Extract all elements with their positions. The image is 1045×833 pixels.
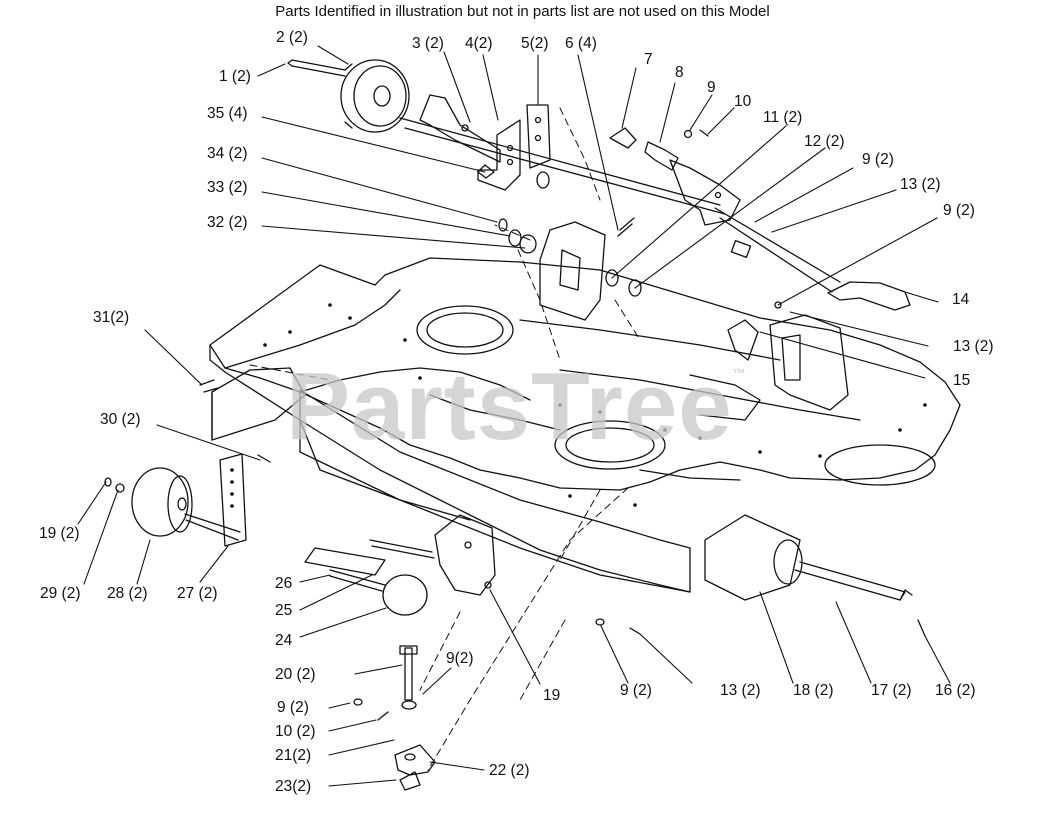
leader-lines bbox=[77, 45, 951, 787]
height-adjust-bracket bbox=[477, 104, 551, 191]
callout-19-center: 19 bbox=[543, 687, 561, 704]
callout-10-lower: 10 (2) bbox=[275, 723, 316, 740]
callout-22: 22 (2) bbox=[489, 762, 530, 779]
callout-16: 16 (2) bbox=[935, 682, 976, 699]
callout-33: 33 (2) bbox=[207, 179, 248, 196]
callout-9-lower-left: 9 (2) bbox=[277, 699, 309, 716]
callout-4: 4(2) bbox=[465, 35, 493, 52]
callout-9-bottom: 9 (2) bbox=[620, 682, 652, 699]
rear-roller bbox=[595, 514, 926, 637]
callout-32: 32 (2) bbox=[207, 214, 248, 231]
front-left-bracket bbox=[199, 367, 306, 463]
lift-arm bbox=[609, 127, 741, 226]
callout-26: 26 bbox=[275, 575, 293, 592]
front-roller bbox=[304, 514, 496, 616]
callout-6: 6 (4) bbox=[565, 35, 597, 52]
guide-lines-dashed bbox=[249, 107, 641, 771]
front-bracket bbox=[539, 217, 642, 321]
callout-12: 12 (2) bbox=[804, 133, 845, 150]
watermark: PartsTree™ bbox=[286, 352, 747, 462]
callout-15: 15 bbox=[953, 372, 971, 389]
mower-deck-shape bbox=[209, 257, 961, 593]
callout-29: 29 (2) bbox=[40, 585, 81, 602]
callout-35: 35 (4) bbox=[207, 105, 248, 122]
callout-5: 5(2) bbox=[521, 35, 549, 52]
callout-9-upper-right: 9 (2) bbox=[862, 151, 894, 168]
callout-25: 25 bbox=[275, 602, 293, 619]
callout-10: 10 bbox=[734, 93, 752, 110]
callout-8: 8 bbox=[675, 64, 684, 81]
callout-1: 1 (2) bbox=[219, 68, 251, 85]
callout-13-right: 13 (2) bbox=[953, 338, 994, 355]
callout-20: 20 (2) bbox=[275, 666, 316, 683]
bushing-stack bbox=[498, 218, 537, 254]
callout-17: 17 (2) bbox=[871, 682, 912, 699]
front-caster-wheel bbox=[104, 453, 247, 547]
callout-2: 2 (2) bbox=[276, 29, 308, 46]
callout-9-center: 9(2) bbox=[446, 650, 474, 667]
parts-list-note: Parts Identified in illustration but not… bbox=[275, 3, 770, 20]
watermark-text: PartsTree bbox=[286, 353, 733, 460]
callout-34: 34 (2) bbox=[207, 145, 248, 162]
callout-13-bottom: 13 (2) bbox=[720, 682, 761, 699]
callout-14: 14 bbox=[952, 291, 970, 308]
callout-9-right: 9 (2) bbox=[943, 202, 975, 219]
callout-13-upper-right: 13 (2) bbox=[900, 176, 941, 193]
lower-hardware bbox=[353, 645, 436, 791]
callout-24: 24 bbox=[275, 632, 293, 649]
callout-23: 23(2) bbox=[275, 778, 312, 795]
callout-27: 27 (2) bbox=[177, 585, 218, 602]
trademark-symbol: ™ bbox=[732, 366, 747, 381]
pivot-shaft bbox=[399, 117, 841, 293]
callout-11: 11 (2) bbox=[763, 109, 803, 126]
callout-31: 31(2) bbox=[93, 309, 130, 326]
callout-7: 7 bbox=[644, 51, 653, 68]
callout-9-top: 9 bbox=[707, 79, 716, 96]
callout-30: 30 (2) bbox=[100, 411, 141, 428]
callout-28: 28 (2) bbox=[107, 585, 148, 602]
callout-18: 18 (2) bbox=[793, 682, 834, 699]
callout-19-left: 19 (2) bbox=[39, 525, 80, 542]
rear-gauge-wheel bbox=[287, 59, 410, 133]
callout-3: 3 (2) bbox=[412, 35, 444, 52]
callout-21: 21(2) bbox=[275, 747, 312, 764]
